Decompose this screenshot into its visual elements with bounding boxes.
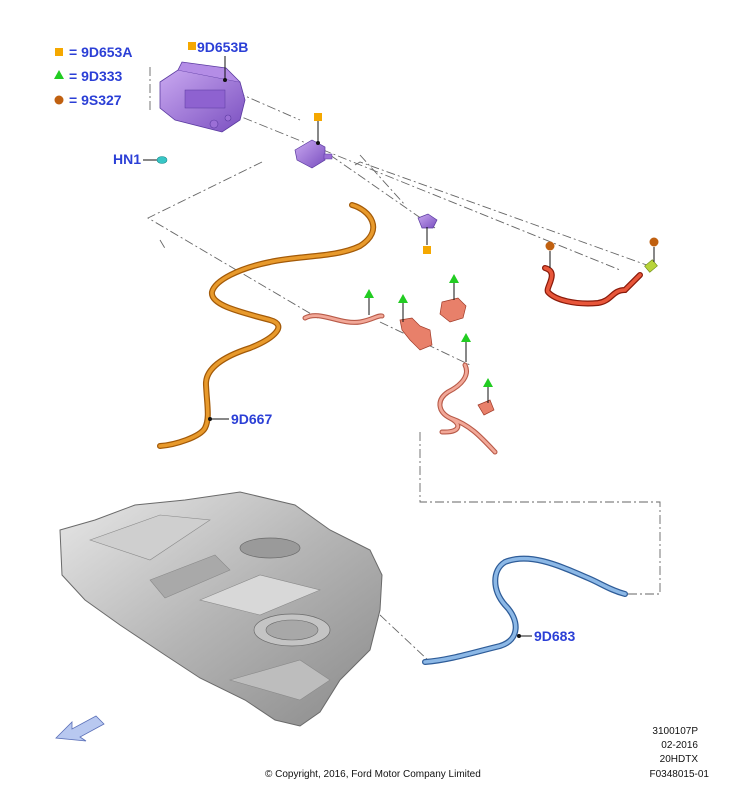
legend: = 9D653A = 9D333 = 9S327 [54,44,132,108]
valve-triangle-icon-5 [483,378,493,387]
red-hose-circle-icon-1 [545,241,555,251]
alignment-line [379,614,431,663]
legend-square-marker [55,48,63,56]
hose-red [542,259,658,307]
valve-triangle-icon-2 [398,294,408,303]
hose-9d667-label: 9D667 [231,411,272,427]
alignment-line [329,154,436,229]
red-hose-circle-icon-2 [649,237,659,247]
hose-9d683 [422,555,628,665]
valve-triangle-icon-3 [449,274,459,283]
alignment-line [235,91,301,121]
valve-triangle-icon-4 [461,333,471,342]
connector-9d653a-lower [417,213,438,229]
footer-code: 3100107P [652,726,698,737]
alignment-line [359,154,406,206]
connector-lower-square-icon [423,246,431,254]
valve-assembly [302,297,498,455]
footer-model: 20HDTX [660,754,699,765]
footer-copyright: © Copyright, 2016, Ford Motor Company Li… [265,769,481,780]
footer-figure: F0348015-01 [650,769,710,780]
hn1-label: HN1 [113,151,141,167]
legend-triangle-marker [54,70,64,79]
footer: 3100107P 02-2016 20HDTX F0348015-01 © Co… [265,726,709,780]
alignment-lines [147,67,661,663]
legend-label-9d333: = 9D333 [69,68,123,84]
hn1-clip-icon [156,156,168,164]
legend-circle-marker [54,95,64,105]
legend-label-9d653a: = 9D653A [69,44,132,60]
footer-date: 02-2016 [661,740,698,751]
alignment-line [419,432,661,595]
valve-triangle-icon-1 [364,289,374,298]
alignment-line [211,104,621,271]
alignment-line [159,239,167,251]
fuel-tank [59,491,383,727]
front-direction-arrow-icon [55,715,105,742]
alignment-line [354,161,656,269]
legend-label-9s327: = 9S327 [69,92,122,108]
bracket-9d653a-upper [294,139,333,169]
canister-callout-square-icon [188,42,196,50]
canister-callout-label: 9D653B [197,39,248,55]
bracket-upper-square-icon [314,113,322,121]
canister-9d653b [159,61,246,133]
alignment-line [147,161,319,319]
hose-9d683-label: 9D683 [534,628,575,644]
hose-9d667 [157,202,377,449]
